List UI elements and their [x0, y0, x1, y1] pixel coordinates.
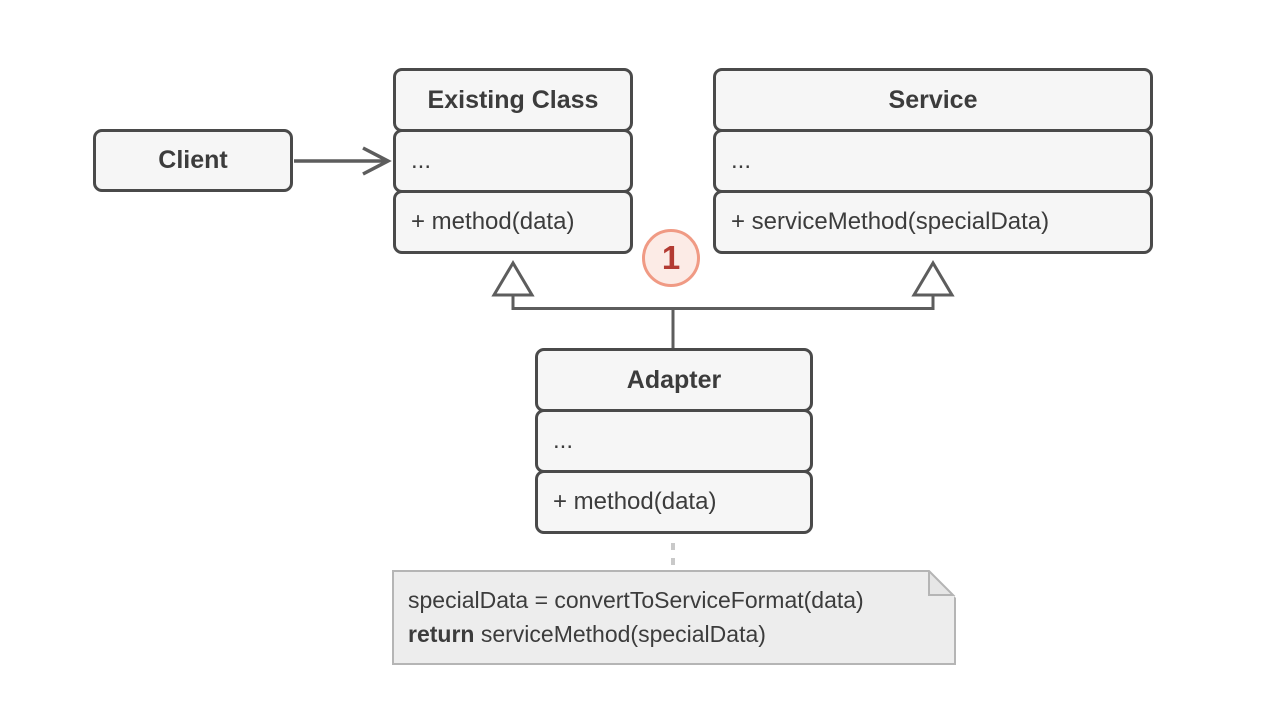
- class-title-existing-class: Existing Class: [393, 68, 633, 132]
- class-box-service: Service ... + serviceMethod(specialData): [713, 68, 1153, 254]
- class-box-existing-class: Existing Class ... + method(data): [393, 68, 633, 254]
- note-line-1: specialData = convertToServiceFormat(dat…: [408, 587, 864, 613]
- class-title-service: Service: [713, 68, 1153, 132]
- note-return-keyword: return: [408, 621, 475, 647]
- class-methods-service: + serviceMethod(specialData): [713, 190, 1153, 254]
- note-line-2: return serviceMethod(specialData): [408, 617, 954, 651]
- class-fields-existing-class: ...: [393, 129, 633, 193]
- inheritance-triangle-left-icon: [491, 260, 535, 297]
- inheritance-triangle-right-icon: [911, 260, 955, 297]
- association-arrowhead-icon: [362, 146, 392, 176]
- note-fold-icon: [928, 570, 956, 598]
- annotation-badge-label: 1: [661, 239, 681, 276]
- class-box-client: Client: [93, 129, 293, 192]
- class-fields-adapter: ...: [535, 409, 813, 473]
- note-line-2-rest: serviceMethod(specialData): [474, 621, 766, 647]
- class-methods-adapter: + method(data): [535, 470, 813, 534]
- note: specialData = convertToServiceFormat(dat…: [392, 570, 956, 665]
- class-title-client: Client: [158, 146, 228, 174]
- class-box-adapter: Adapter ... + method(data): [535, 348, 813, 534]
- class-title-adapter: Adapter: [535, 348, 813, 412]
- annotation-badge: 1: [642, 229, 700, 287]
- class-methods-existing-class: + method(data): [393, 190, 633, 254]
- class-fields-service: ...: [713, 129, 1153, 193]
